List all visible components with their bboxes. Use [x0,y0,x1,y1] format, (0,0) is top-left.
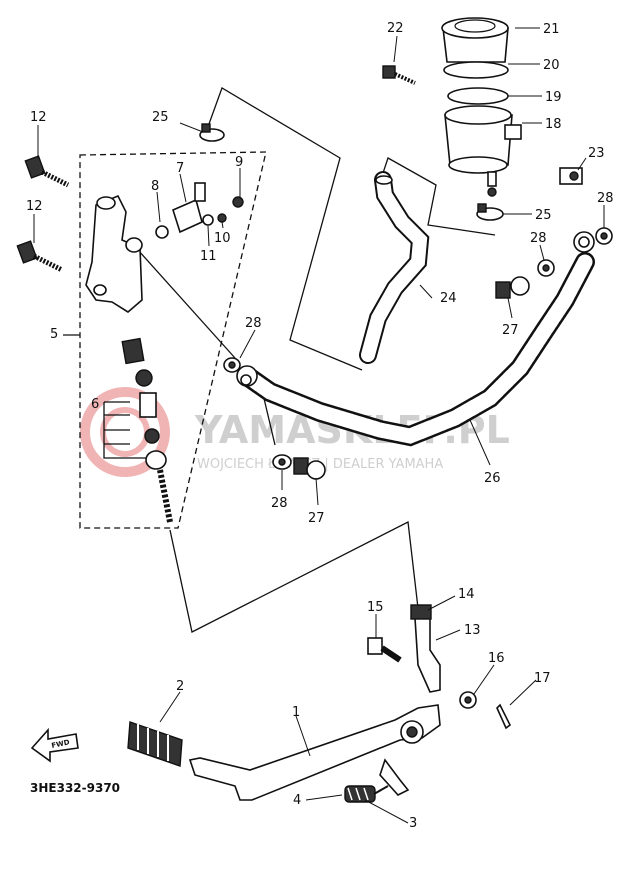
forward-label: FWD [51,738,71,750]
bolt-12-lower-icon [16,240,64,273]
callout-13: 13 [464,623,481,638]
forward-arrow-icon: FWD [30,727,79,763]
hose-clamp-left-icon [199,123,225,142]
union-bolt-lower-icon [293,457,326,480]
screw-22-icon [382,65,416,85]
callout-24: 24 [440,291,457,306]
pushrod-connection-line [169,520,419,633]
cotter-pin-icon [496,703,512,730]
callout-9: 9 [235,155,243,170]
callout-23: 23 [588,146,605,161]
callout-27-upper: 27 [502,323,519,338]
hose-clamp-right-icon [476,203,504,221]
piston-kit-icon [121,337,173,523]
callout-22: 22 [387,21,404,36]
bolt-12-upper-icon [24,155,70,188]
pedal-rubber-icon [127,721,183,767]
callout-15: 15 [367,600,384,615]
callout-19: 19 [545,90,562,105]
master-cylinder-assembly-outline [79,151,267,529]
callout-26: 26 [484,471,501,486]
brake-pedal-icon [188,704,441,801]
washer-16-icon [459,691,477,709]
callout-28-lower: 28 [271,496,288,511]
callout-3: 3 [409,816,417,831]
callout-28-hose: 28 [245,316,262,331]
return-spring-icon [344,785,389,803]
master-cylinder-body-icon [85,194,143,313]
callout-1: 1 [292,705,300,720]
reservoir-icon [441,17,522,197]
callout-27-lower: 27 [308,511,325,526]
callout-12-lower: 12 [26,199,43,214]
callout-25-left: 25 [152,110,169,125]
callout-18: 18 [545,117,562,132]
callout-17: 17 [534,671,551,686]
union-bolt-upper-icon [495,276,530,299]
callout-5: 5 [50,327,58,342]
callout-20: 20 [543,58,560,73]
bolt-15-icon [367,637,402,663]
callout-10: 10 [214,231,231,246]
hose-connection-line [204,87,363,371]
callout-labels: 1 2 3 4 5 6 7 8 9 10 11 12 12 13 14 15 1… [26,21,614,831]
diagram-code: 3HE332-9370 [30,781,120,795]
clevis-icon [410,604,441,693]
callout-12-upper: 12 [30,110,47,125]
callout-16: 16 [488,651,505,666]
hose-clamp-line [377,157,496,236]
callout-6: 6 [91,397,99,412]
hose-fitting-icon [155,182,244,239]
callout-21: 21 [543,22,560,37]
callout-7: 7 [176,161,184,176]
bracket-23-icon [559,167,583,185]
callout-28-right: 28 [597,191,614,206]
callout-leaders [33,27,605,824]
callout-14: 14 [458,587,475,602]
watermark-logo-icon [80,387,170,477]
callout-8: 8 [151,179,159,194]
callout-28-mid: 28 [530,231,547,246]
callout-2: 2 [176,679,184,694]
callout-4: 4 [293,793,301,808]
callout-11: 11 [200,249,217,264]
callout-25-right: 25 [535,208,552,223]
